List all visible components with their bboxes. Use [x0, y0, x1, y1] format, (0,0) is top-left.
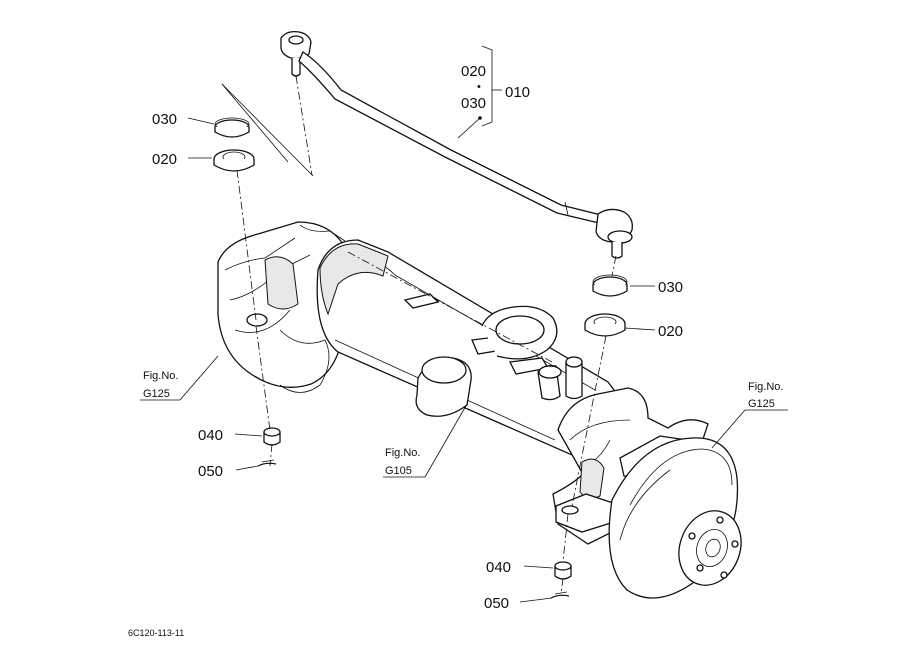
label-030-upper-left: 030 — [152, 111, 177, 128]
label-030-tie-rod: 030 — [461, 95, 486, 112]
seal-020-upper-left — [213, 149, 255, 172]
seal-020-right — [584, 313, 626, 337]
label-040-bottom: 040 — [486, 559, 511, 576]
label-020-upper-left: 020 — [152, 151, 177, 168]
label-020-right: 020 — [658, 323, 683, 340]
label-020-tie-rod: 020 — [461, 63, 486, 80]
seal-030-upper-left — [214, 117, 250, 138]
label-030-right: 030 — [658, 279, 683, 296]
label-050-left: 050 — [198, 463, 223, 480]
label-010: 010 — [505, 84, 530, 101]
pin-050-bottom — [550, 591, 570, 599]
label-040-left: 040 — [198, 427, 223, 444]
figref-left-line1: Fig.No. — [143, 370, 178, 382]
figref-right-line2: G125 — [748, 398, 775, 410]
leader-lines — [140, 45, 788, 603]
seal-030-right — [592, 274, 628, 297]
drawing-code: 6C120-113-11 — [128, 628, 184, 638]
assembly-center-lines — [221, 75, 617, 595]
left-steering-knuckle — [217, 221, 347, 393]
pin-050-left — [257, 459, 277, 467]
label-dot: • — [477, 81, 481, 93]
figref-center-line1: Fig.No. — [385, 447, 420, 459]
figref-right-line1: Fig.No. — [748, 381, 783, 393]
figref-left-line2: G125 — [143, 388, 170, 400]
nut-040-left — [263, 427, 281, 446]
right-wheel-hub — [608, 437, 742, 599]
figref-center-line2: G105 — [385, 465, 412, 477]
nut-040-bottom — [554, 561, 572, 580]
label-050-bottom: 050 — [484, 595, 509, 612]
tie-rod — [280, 30, 633, 259]
